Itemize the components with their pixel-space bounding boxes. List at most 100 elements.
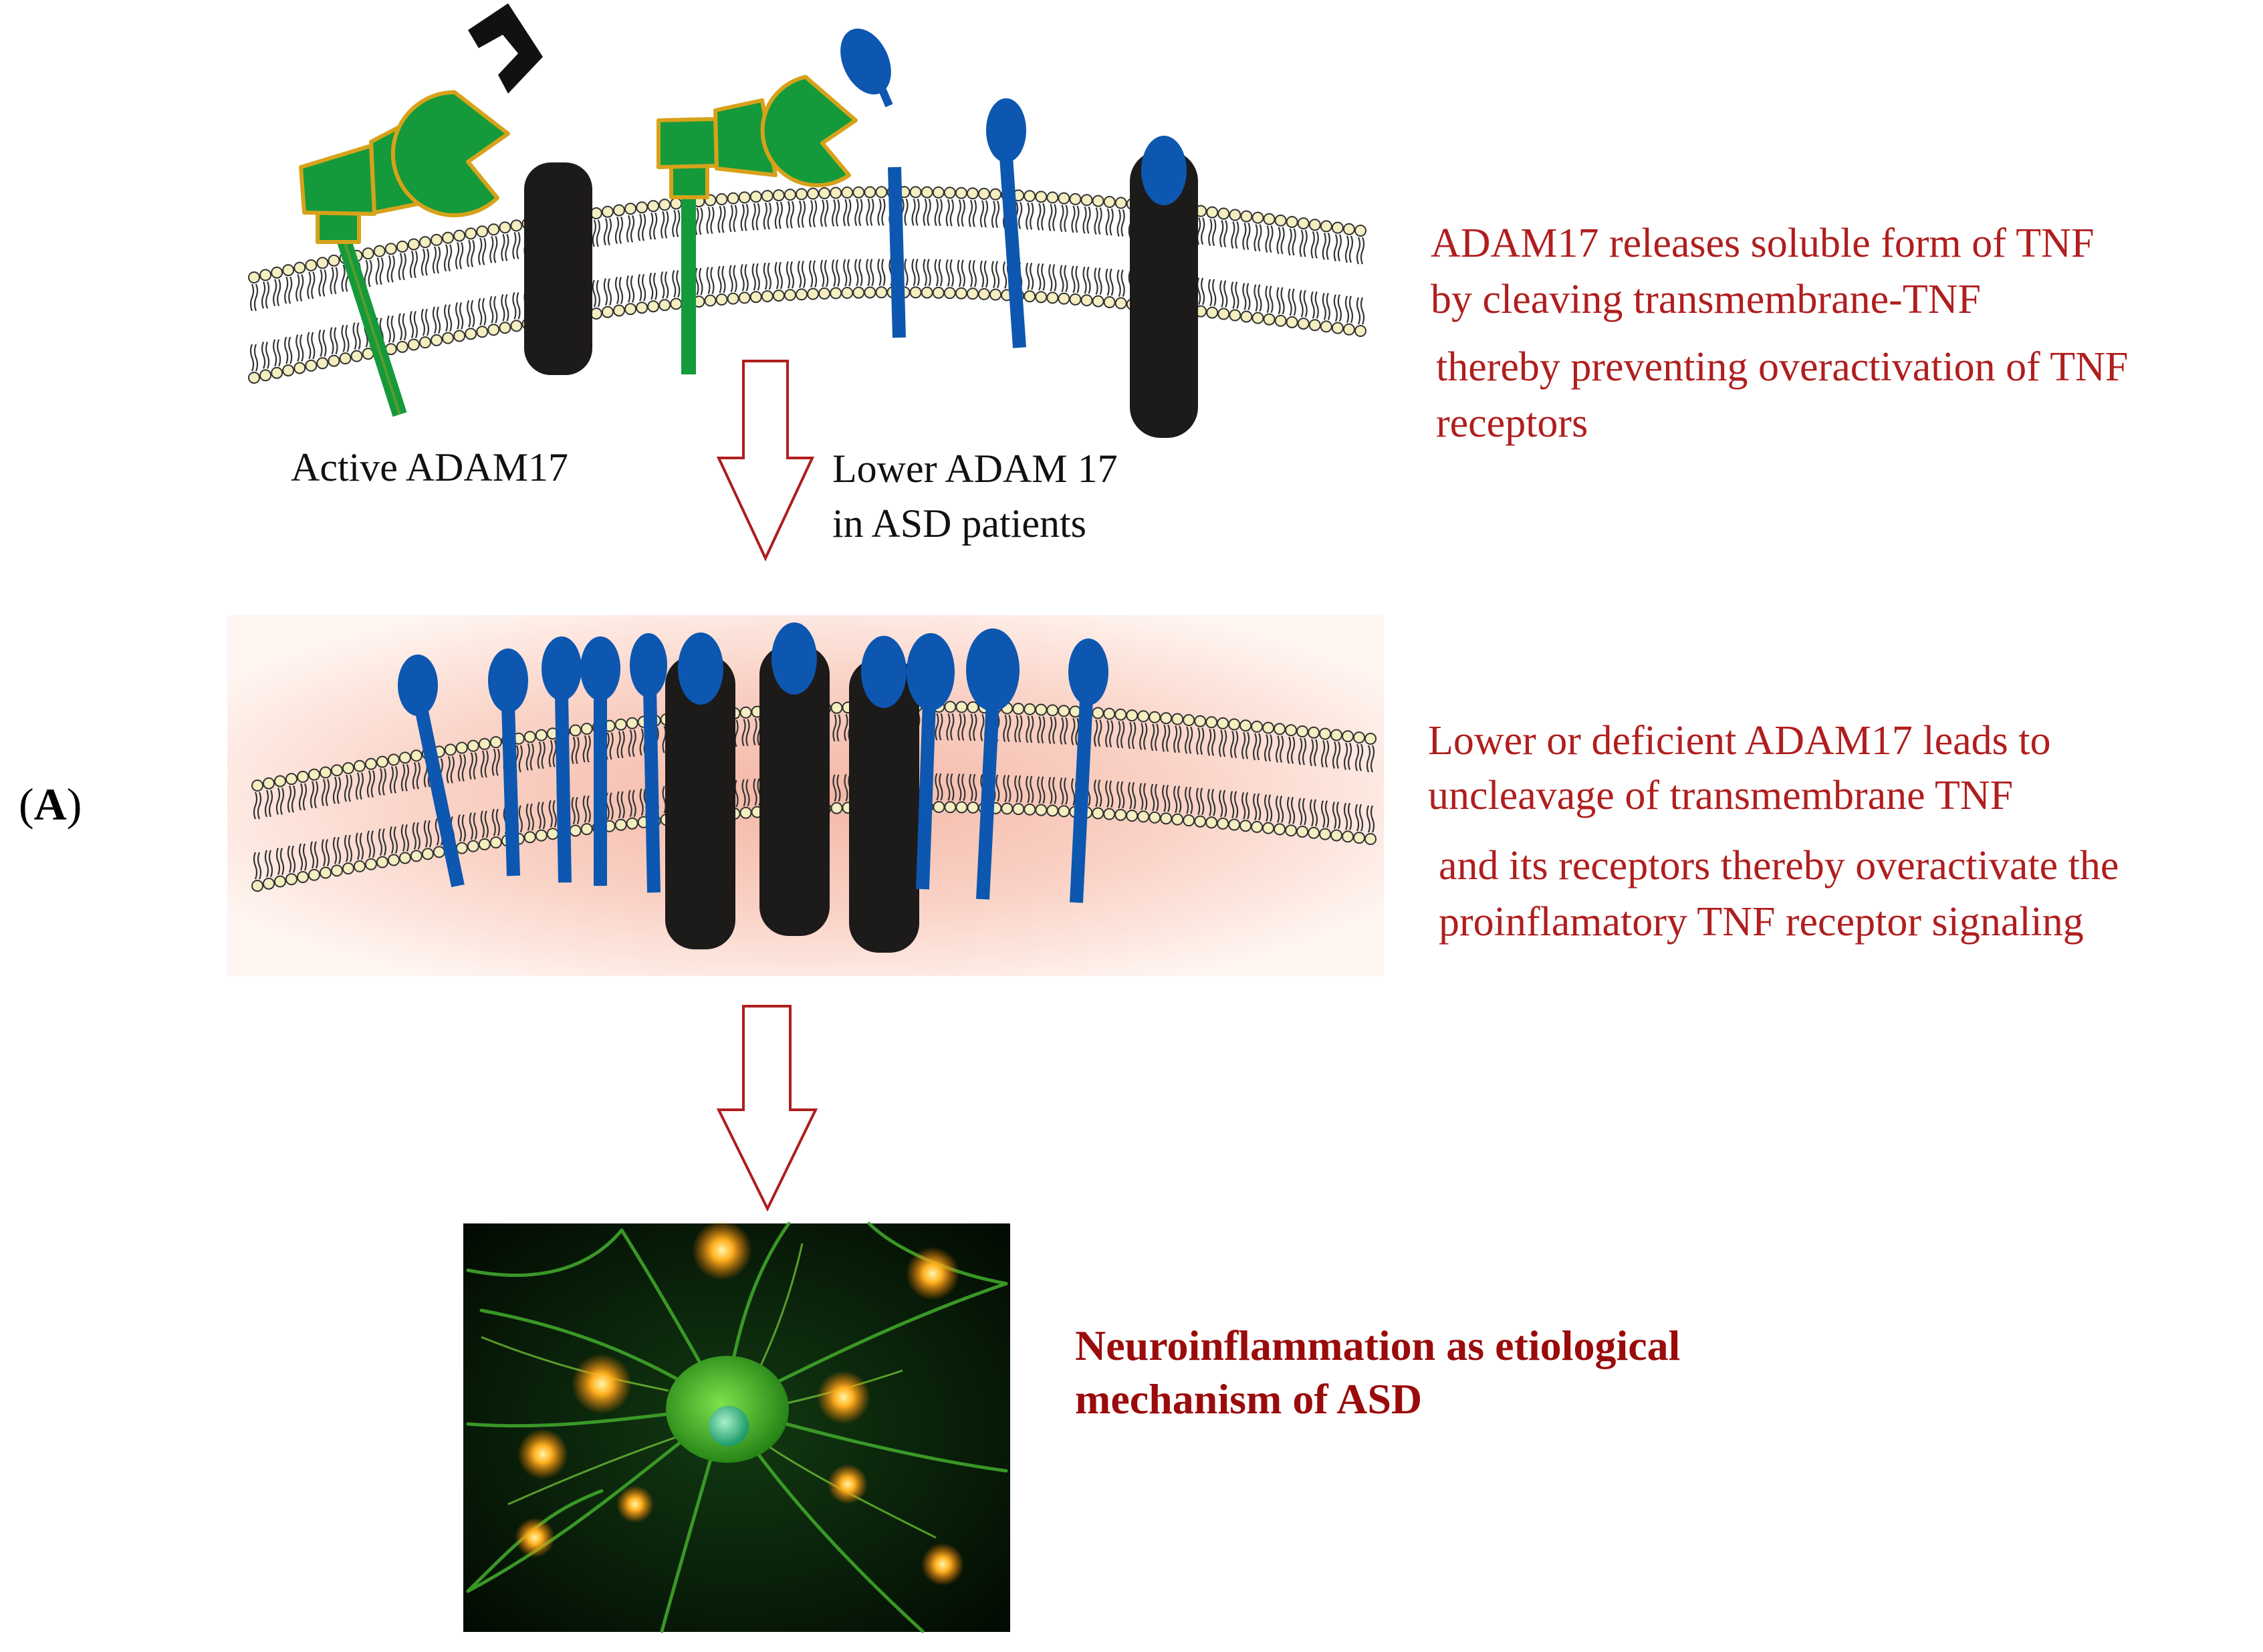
label-lower-adam17-line1: Lower ADAM 17: [832, 447, 1118, 491]
lipid-tail: [1048, 204, 1057, 291]
lipid-head: [1263, 313, 1276, 326]
lipid-tail: [386, 255, 395, 343]
lipid-tail: [491, 748, 500, 836]
lipid-tail: [649, 212, 658, 300]
lipid-head: [1296, 825, 1309, 838]
lipid-head: [510, 219, 523, 232]
lipid-tail: [1264, 734, 1273, 822]
lipid-head: [396, 340, 408, 353]
lipid-head: [944, 701, 957, 713]
lipid-tail: [432, 246, 441, 334]
lipid-head: [1354, 325, 1366, 337]
lipid-head: [1069, 193, 1082, 205]
lipid-head: [1353, 832, 1366, 844]
lipid-tail: [877, 198, 886, 286]
lipid-head: [1263, 213, 1276, 225]
lipid-head: [1217, 717, 1229, 729]
lipid-head: [955, 187, 967, 199]
lipid-head: [909, 286, 922, 299]
lipid-head: [489, 736, 502, 749]
tnf-receptor-top-1: [524, 162, 592, 375]
lipid-head: [614, 718, 627, 731]
lipid-head: [1320, 320, 1332, 333]
tnf-receptors-middle: [665, 622, 919, 953]
lipid-head: [1228, 718, 1241, 731]
lipid-head: [248, 271, 260, 283]
lipid-tail: [287, 785, 296, 873]
lipid-head: [476, 225, 489, 238]
lipid-tail: [1048, 717, 1057, 804]
desc-mid-line2: uncleavage of transmembrane TNF: [1428, 773, 2014, 818]
down-arrow-2: [716, 1005, 818, 1212]
adam17-protease-2: [657, 75, 858, 374]
lipid-head: [1342, 223, 1355, 235]
lipid-tail: [1060, 205, 1068, 293]
lipid-head: [967, 801, 979, 814]
lipid-tail: [1014, 715, 1023, 803]
lipid-tail: [446, 755, 455, 844]
lipid-head: [943, 287, 956, 300]
lipid-head: [1240, 310, 1253, 323]
lipid-head: [1286, 215, 1298, 228]
lipid-tail: [467, 239, 475, 328]
lipid-head: [455, 842, 468, 854]
lipid-tail: [378, 768, 386, 856]
lipid-head: [305, 359, 318, 372]
lipid-head: [1001, 802, 1014, 815]
lipid-head: [1114, 808, 1127, 821]
tnf-transmembrane-middle: [398, 628, 1108, 903]
lipid-head: [376, 755, 388, 768]
lipid-head: [1239, 820, 1252, 832]
lipid-head: [727, 192, 739, 205]
lipid-tail: [1037, 716, 1046, 804]
lipid-head: [489, 836, 502, 849]
lipid-head: [807, 187, 820, 200]
lipid-head: [636, 302, 648, 314]
lipid-head: [1092, 195, 1104, 207]
label-active-adam17: Active ADAM17: [291, 445, 568, 489]
lipid-head: [373, 245, 386, 257]
lipid-tail: [1208, 219, 1217, 307]
neuron-image: [463, 1220, 1010, 1633]
lipid-head: [523, 831, 536, 844]
lipid-head: [487, 324, 500, 336]
desc-mid-line3: and its receptors thereby overactivate t…: [1439, 843, 2119, 889]
lipid-head: [384, 243, 397, 255]
lipid-head: [932, 286, 945, 299]
lipid-tail: [273, 279, 281, 367]
lipid-tail: [455, 242, 464, 330]
lipid-tail: [1241, 731, 1250, 820]
lipid-head: [1058, 192, 1070, 205]
lipid-tail: [330, 267, 338, 355]
desc-mid-line1: Lower or deficient ADAM17 leads to: [1428, 718, 2051, 763]
lipid-head: [262, 877, 275, 890]
lipid-head: [977, 287, 990, 300]
lipid-head: [535, 829, 548, 842]
lipid-head: [1092, 707, 1104, 719]
lipid-head: [1308, 826, 1320, 839]
lipid-head: [1035, 291, 1048, 304]
lipid-head: [921, 286, 933, 299]
lipid-head: [1024, 190, 1036, 203]
panel-label: (A): [19, 777, 82, 832]
lipid-tail: [614, 217, 624, 304]
lipid-tail: [1356, 237, 1365, 325]
lipid-head: [319, 766, 332, 779]
lipid-head: [293, 261, 306, 274]
desc-bottom-line2: mechanism of ASD: [1075, 1375, 1423, 1423]
lipid-tail: [1219, 220, 1228, 308]
lipid-tail: [797, 200, 806, 288]
lipid-tail: [753, 718, 761, 806]
lipid-head: [535, 729, 548, 741]
lipid-head: [1024, 290, 1036, 303]
lipid-tail: [605, 732, 614, 820]
lipid-head: [1252, 312, 1264, 324]
lipid-head: [1229, 209, 1241, 221]
down-arrow-1: [716, 360, 815, 562]
lipid-head: [407, 238, 420, 251]
lipid-head: [749, 291, 762, 304]
lipid-tail: [1105, 208, 1114, 296]
desc-top-line4: receptors: [1436, 400, 1588, 446]
lipid-head: [316, 257, 329, 269]
